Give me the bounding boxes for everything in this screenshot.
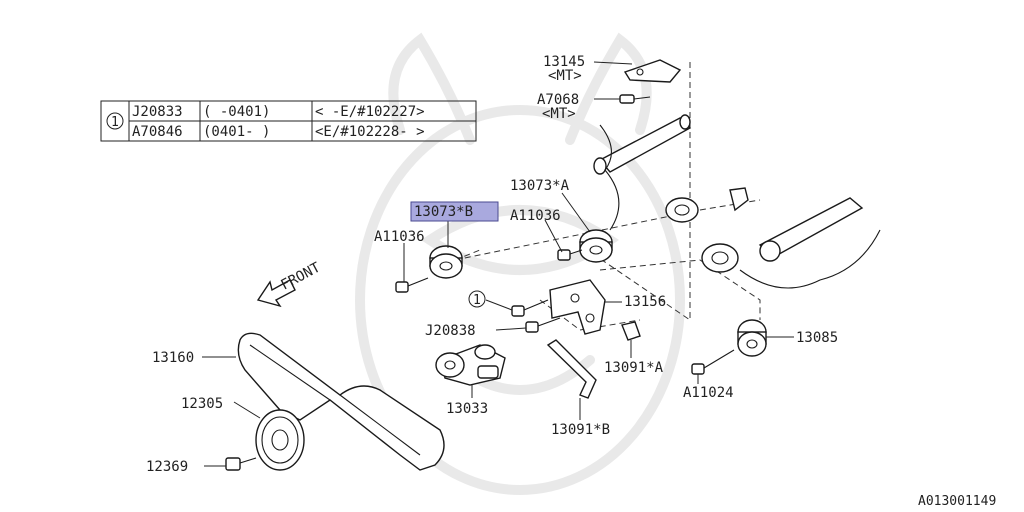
crank-sprocket-12305 bbox=[255, 409, 305, 471]
table-row-1-date: ( -0401) bbox=[203, 104, 270, 120]
label-ref-1: 1 bbox=[473, 293, 481, 308]
options-table: 1 J20833 ( -0401) < -E/#102227> A70846 (… bbox=[100, 100, 477, 142]
table-row-2-part[interactable]: A70846 bbox=[132, 124, 183, 140]
label-13033[interactable]: 13033 bbox=[446, 401, 488, 417]
table-row-1-range: < -E/#102227> bbox=[315, 104, 425, 120]
idler-pulley-13073a bbox=[579, 229, 613, 263]
idler-13085 bbox=[737, 319, 767, 357]
bolt-a11036-top bbox=[557, 249, 583, 261]
label-a11036-top[interactable]: A11036 bbox=[510, 208, 561, 224]
cam-sprocket-upper bbox=[665, 197, 699, 223]
table-row-1-part[interactable]: J20833 bbox=[132, 104, 183, 120]
timing-belt-13160 bbox=[237, 332, 445, 471]
bolt-12369 bbox=[225, 457, 257, 471]
camshaft-right bbox=[739, 197, 881, 289]
highlight-13073b bbox=[410, 201, 499, 222]
ref-circle-icon-bolt bbox=[468, 290, 486, 308]
label-mt-2: <MT> bbox=[542, 106, 576, 122]
bolt-j20838 bbox=[525, 317, 561, 333]
label-13091a[interactable]: 13091*A bbox=[604, 360, 664, 376]
idler-pulley-13073b bbox=[429, 245, 463, 279]
label-13073a[interactable]: 13073*A bbox=[510, 178, 570, 194]
clip-13091a bbox=[621, 321, 641, 341]
label-13085[interactable]: 13085 bbox=[796, 330, 838, 346]
front-arrow-icon bbox=[256, 279, 296, 308]
bolt-a11024 bbox=[691, 349, 735, 375]
label-13145[interactable]: 13145 bbox=[543, 54, 585, 70]
bolt-a11036-left bbox=[395, 277, 429, 293]
label-13073b[interactable]: 13073*B bbox=[414, 204, 473, 220]
clip-small-right bbox=[729, 187, 749, 212]
clip-13091b bbox=[546, 339, 597, 399]
table-ref-symbol: 1 bbox=[111, 115, 119, 130]
label-a11024[interactable]: A11024 bbox=[683, 385, 734, 401]
label-13156[interactable]: 13156 bbox=[624, 294, 666, 310]
front-label: FRONT bbox=[278, 259, 323, 293]
table-row-2-date: (0401- ) bbox=[203, 124, 270, 140]
label-13091b[interactable]: 13091*B bbox=[551, 422, 610, 438]
label-a11036-left[interactable]: A11036 bbox=[374, 229, 425, 245]
leader-lines bbox=[202, 61, 794, 467]
cover-13145 bbox=[623, 59, 682, 83]
label-a7068[interactable]: A7068 bbox=[537, 92, 579, 108]
table-row-2-range: <E/#102228- > bbox=[315, 124, 425, 140]
tensioner-13033 bbox=[435, 344, 506, 386]
assembly-guides bbox=[454, 62, 761, 331]
label-mt-1: <MT> bbox=[548, 68, 582, 84]
label-13160[interactable]: 13160 bbox=[152, 350, 194, 366]
camshaft-upper bbox=[593, 114, 692, 231]
label-12305[interactable]: 12305 bbox=[181, 396, 223, 412]
ref-circle-icon bbox=[106, 112, 124, 130]
cam-sprocket-right bbox=[701, 243, 739, 273]
label-j20838[interactable]: J20838 bbox=[425, 323, 476, 339]
diagram-id: A013001149 bbox=[918, 494, 996, 509]
bolt-ref1 bbox=[511, 299, 549, 317]
label-12369[interactable]: 12369 bbox=[146, 459, 188, 475]
bracket-13156 bbox=[549, 279, 606, 335]
